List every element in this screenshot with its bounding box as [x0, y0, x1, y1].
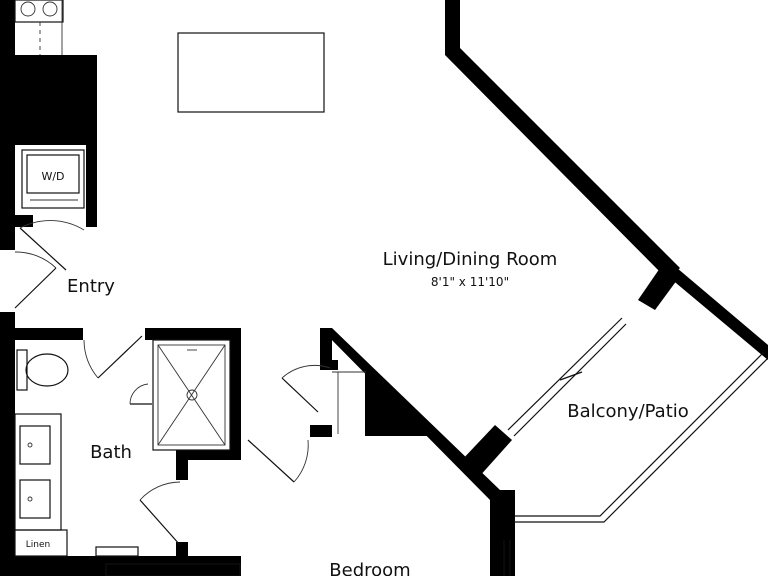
bath-threshold — [95, 546, 139, 557]
shower-right-wall — [230, 328, 241, 460]
bedroom-door-leaf — [247, 439, 295, 483]
wd-label: W/D — [41, 170, 64, 183]
kitchen-cabinet-block — [15, 55, 97, 145]
bath-top-wall-right — [145, 328, 240, 340]
bath-label: Bath — [90, 442, 132, 463]
balcony-rail — [514, 351, 768, 523]
bath-divider-wall — [176, 450, 188, 480]
toilet — [16, 349, 69, 391]
living-room-dims: 8'1" x 11'10" — [431, 275, 509, 289]
vanity — [14, 413, 62, 531]
left-wall-lower — [0, 312, 15, 576]
bath-divider-wall-lower — [176, 542, 188, 556]
kitchen-island — [177, 32, 325, 113]
bath-top-wall-left — [15, 328, 83, 340]
closet-top-wall — [330, 360, 338, 370]
closet-door-leaf — [281, 377, 319, 413]
bath-door-leaf — [97, 335, 143, 379]
lower-bath-door-leaf — [139, 499, 181, 546]
bedroom-label: Bedroom — [329, 560, 410, 576]
entry-label: Entry — [67, 276, 115, 297]
wd-door-swing — [19, 220, 85, 231]
shower — [152, 339, 231, 451]
bath-door-swing — [83, 339, 99, 379]
closet-left-wall — [320, 328, 332, 370]
wd-closet-right-wall — [86, 145, 97, 227]
shower-bottom-wall — [176, 450, 240, 460]
linen-closet: Linen — [14, 529, 68, 557]
left-wall-upper — [0, 0, 15, 250]
balcony-label: Balcony/Patio — [567, 401, 689, 422]
wd-door-leaf — [19, 227, 67, 271]
living-diagonal-wall — [445, 0, 680, 280]
closet-triangle-wall — [365, 372, 430, 436]
doors — [14, 220, 331, 546]
bedroom-closet-frame — [105, 563, 241, 576]
cooktop — [14, 0, 64, 55]
washer-dryer: W/D — [21, 149, 85, 209]
closet-bottom-wall — [310, 425, 332, 437]
entry-door-leaf — [14, 267, 57, 309]
closet-shelf — [332, 371, 366, 434]
living-room-label: Living/Dining Room — [383, 249, 558, 270]
bedroom-right-wall — [500, 490, 515, 576]
balcony-pier-top — [638, 268, 680, 310]
wd-closet-bottom-wall — [15, 215, 33, 227]
linen-label: Linen — [26, 540, 50, 550]
balcony-outer-wall — [670, 268, 768, 360]
balcony-sliding-door — [507, 317, 627, 437]
bath-bottom-wall — [15, 556, 241, 576]
entry-door-swing — [14, 251, 57, 269]
bedroom-window — [503, 540, 511, 576]
